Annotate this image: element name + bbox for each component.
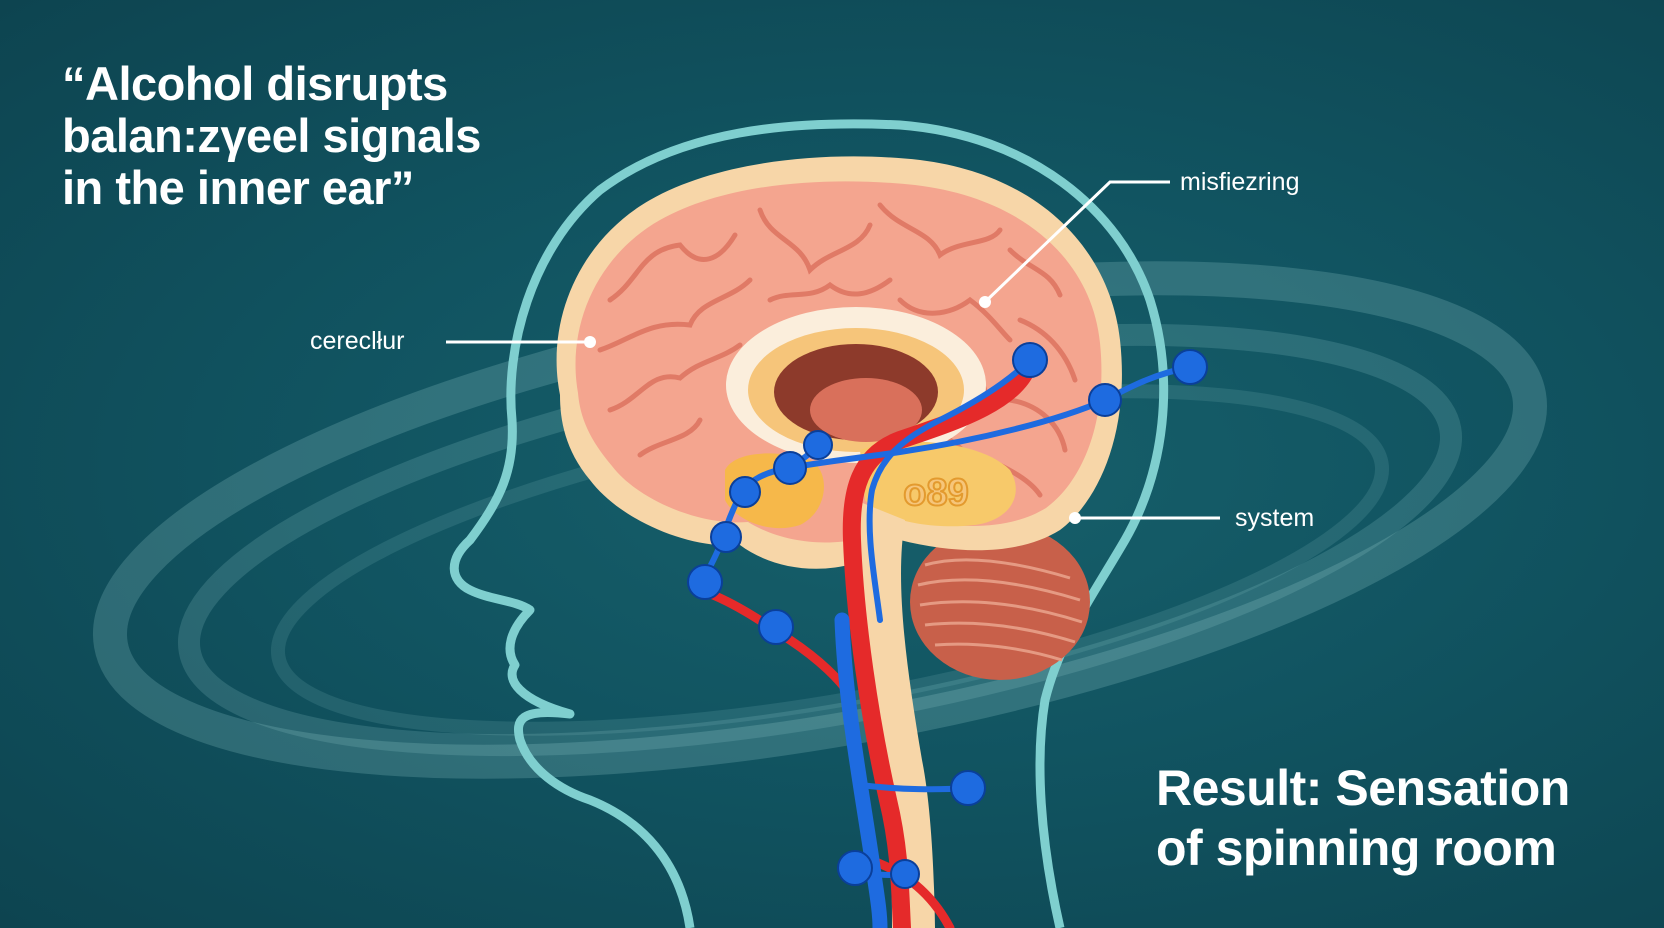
nerve-nodes bbox=[687, 342, 1208, 889]
nerve-node bbox=[710, 521, 742, 553]
nerve-node bbox=[773, 451, 807, 485]
callout-lines bbox=[446, 180, 1220, 520]
nerve-node bbox=[950, 770, 986, 806]
nerve-node bbox=[837, 850, 873, 886]
headline-line-1: “Alcohol disrupts bbox=[62, 57, 448, 110]
callout-dots bbox=[584, 296, 1081, 524]
ventricle bbox=[726, 307, 986, 463]
brainstem bbox=[853, 500, 935, 928]
result-line-1: Result: Sensation bbox=[1156, 760, 1570, 816]
nerve-node bbox=[803, 430, 833, 460]
label-system: system bbox=[1235, 504, 1315, 532]
result-caption: Result: Sensation of spinning room bbox=[1156, 758, 1656, 878]
brainstem-glyph: o89 bbox=[903, 472, 968, 514]
callout-dot bbox=[979, 296, 991, 308]
label-cerebellum: cereclłur bbox=[310, 327, 405, 355]
callout-dot bbox=[1069, 512, 1081, 524]
nerve-node bbox=[1172, 349, 1208, 385]
nerve-node bbox=[687, 564, 723, 600]
cerebellum bbox=[910, 524, 1090, 680]
label-misfiring: misfiezring bbox=[1180, 168, 1300, 196]
nerve-node bbox=[729, 476, 761, 508]
headline-line-2: balan:zγeel signals bbox=[62, 109, 481, 162]
nerve-node bbox=[1012, 342, 1048, 378]
nerve-node bbox=[758, 609, 794, 645]
nerve-node bbox=[1088, 383, 1122, 417]
head-outline bbox=[449, 119, 1169, 928]
vein-blue bbox=[834, 612, 888, 928]
nerve-node bbox=[890, 859, 920, 889]
artery-red bbox=[842, 351, 1039, 928]
callout-dot bbox=[584, 336, 596, 348]
headline: “Alcohol disrupts balan:zγeel signals in… bbox=[62, 58, 582, 214]
result-line-2: of spinning room bbox=[1156, 820, 1557, 876]
callout-line-misfiring bbox=[983, 180, 1170, 304]
headline-line-3: in the inner ear” bbox=[62, 161, 414, 214]
artery-red-branch bbox=[695, 585, 855, 700]
